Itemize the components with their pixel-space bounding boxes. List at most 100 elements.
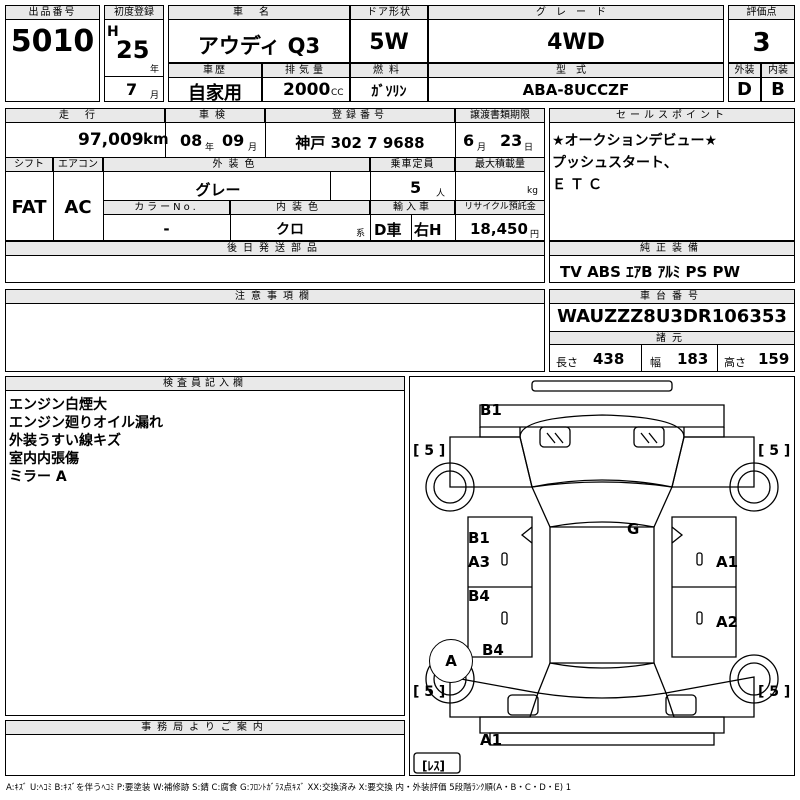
fuel: ｶﾞｿﾘﾝ — [371, 84, 407, 100]
score: 3 — [752, 28, 771, 58]
interior-grade: B — [771, 79, 785, 100]
exterior-color-label: 外装色 — [103, 157, 370, 172]
grid-line-v-265 — [265, 108, 266, 157]
mileage: 97,009 — [78, 130, 144, 150]
sales-point-line: ＥＴＣ — [552, 177, 606, 193]
notes-label: 注意事項欄 — [5, 289, 545, 304]
sales-points-label: セールスポイント — [549, 108, 795, 123]
capacity-label: 乗車定員 — [370, 157, 455, 172]
grade: 4WD — [547, 30, 605, 55]
transfer-month: 6 — [463, 131, 475, 150]
inspector-label: 検査員記入欄 — [5, 376, 405, 391]
length: 438 — [593, 350, 625, 368]
capacity: 5 — [410, 178, 422, 197]
year-unit: 年 — [150, 65, 160, 75]
equipment-label: 純正装備 — [549, 241, 795, 256]
door-type: 5W — [369, 30, 409, 55]
sales-point-line: ★オークションデビュー★ — [552, 133, 718, 149]
registration-month: 7 — [126, 80, 138, 99]
damage-label-a1-right: A1 — [716, 553, 739, 571]
transfer-day: 23 — [500, 131, 523, 150]
history: 自家用 — [188, 83, 242, 104]
displacement: 2000 — [283, 80, 331, 100]
transfer-month-unit: 月 — [477, 143, 487, 153]
displacement-label: 排気量 — [262, 63, 350, 78]
first-registration-label: 初度登録 — [104, 5, 164, 20]
interior-color-suffix: 系 — [356, 229, 366, 239]
grid-line-v-370 — [370, 157, 371, 241]
model: ABA-8UCCZF — [522, 81, 630, 99]
damage-label-b4-rear: B4 — [482, 641, 504, 659]
height: 159 — [758, 350, 790, 368]
registration-year: 25 — [116, 36, 150, 64]
dimensions-label: 諸元 — [549, 331, 795, 345]
car-name-label: 車名 — [168, 5, 350, 20]
cc-unit: CC — [331, 88, 344, 98]
model-label: 型式 — [428, 63, 724, 78]
exterior-grade: D — [737, 79, 752, 100]
office-label: 事務局よりご案内 — [5, 720, 405, 735]
damage-label-b4-left: B4 — [468, 587, 490, 605]
damage-label-a1-rear: A1 — [480, 731, 503, 749]
tire-rear-left: [ 5 ] — [413, 684, 446, 700]
inspector-note: エンジン白煙大 — [9, 397, 107, 413]
damage-label-b1-left: B1 — [468, 529, 490, 547]
air-conditioner: AC — [64, 197, 92, 218]
import-maker: D車 — [374, 221, 402, 239]
recycle-unit: 円 — [530, 230, 540, 240]
chassis-label: 車台番号 — [549, 289, 795, 304]
exterior-label: 外装 — [728, 63, 761, 78]
grid-line-v-165 — [165, 108, 166, 157]
lot-number: 5010 — [10, 24, 95, 59]
inspector-note: エンジン廻りオイル漏れ — [9, 415, 163, 431]
shift-label: シフト — [5, 157, 53, 172]
recycle-label: リサイクル預託金 — [455, 200, 545, 215]
inspector-note: 外装うすい線キズ — [9, 433, 121, 449]
inspection-year-unit: 年 — [205, 143, 215, 153]
damage-label-b1-front: B1 — [480, 401, 502, 419]
damage-label-g: G — [627, 520, 640, 538]
grid-line-v-230 — [230, 200, 231, 241]
ac-label: エアコン — [53, 157, 103, 172]
equipment-items: TV ABS ｴｱB ｱﾙﾐ PS PW — [560, 263, 741, 281]
interior-color-label: 内装色 — [230, 200, 370, 215]
max-load-unit: kg — [527, 186, 538, 196]
chassis-number: WAUZZZ8U3DR106353 — [557, 306, 787, 327]
inspection-month: 09 — [222, 131, 245, 150]
steering-side: 右H — [414, 221, 442, 239]
inspector-note: 室内内張傷 — [9, 451, 79, 467]
interior-label: 内装 — [761, 63, 795, 78]
color-no-label: カラーNo. — [103, 200, 230, 215]
lot-number-label: 出品番号 — [5, 5, 100, 20]
tire-front-left: [ 5 ] — [413, 443, 446, 459]
door-label: ドア形状 — [350, 5, 428, 20]
exterior-color: グレー — [195, 181, 241, 199]
ac-divider — [103, 157, 104, 241]
transfer-deadline-label: 譲渡書類期限 — [455, 108, 545, 123]
shift-divider — [53, 157, 54, 241]
mileage-label: 走行 — [5, 108, 165, 123]
shift: FAT — [11, 197, 47, 218]
month-unit: 月 — [150, 91, 160, 101]
dims-divider-1 — [641, 345, 642, 372]
grid-line-v-455 — [455, 108, 456, 241]
capacity-unit: 人 — [436, 189, 446, 199]
damage-label-a3: A3 — [468, 553, 491, 571]
import-divider — [411, 215, 412, 241]
km-unit: km — [143, 130, 169, 148]
first-reg-divider — [104, 76, 164, 77]
history-label: 車歴 — [168, 63, 262, 78]
era: H — [107, 24, 119, 40]
color-no: - — [163, 220, 170, 238]
fuel-label: 燃料 — [350, 63, 428, 78]
height-label: 高さ — [724, 356, 746, 369]
dims-divider-2 — [717, 345, 718, 372]
inspection-label: 車検 — [165, 108, 265, 123]
width: 183 — [677, 350, 709, 368]
inspection-month-unit: 月 — [248, 143, 258, 153]
color-inner-divider — [330, 172, 331, 200]
length-label: 長さ — [556, 356, 578, 369]
spare-tire: [ﾚｽ] — [422, 759, 445, 773]
tire-front-right: [ 5 ] — [758, 443, 791, 459]
width-label: 幅 — [650, 356, 661, 369]
